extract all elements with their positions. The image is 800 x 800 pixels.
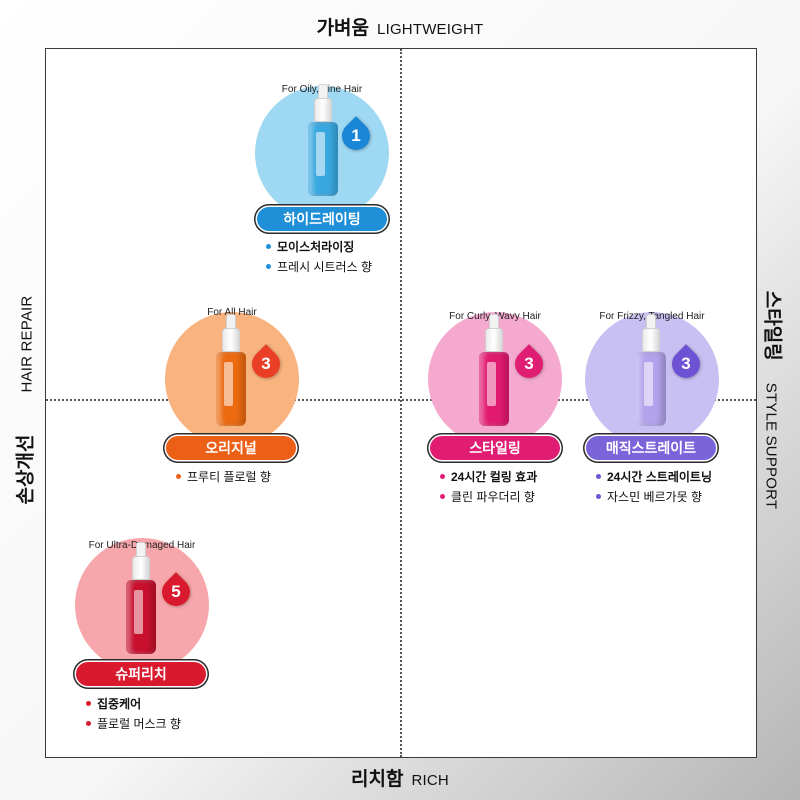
product-styling-level-drop: 3 <box>509 344 549 384</box>
feature-text: 플로럴 머스크 향 <box>97 717 181 731</box>
product-magic-name-pill: 매직스트레이트 <box>586 436 716 460</box>
axis-left-en: HAIR REPAIR <box>18 295 36 393</box>
bullet-dot <box>176 474 181 480</box>
product-original-features: 프루티 플로럴 향 <box>176 467 271 487</box>
product-hydrating-level: 1 <box>351 126 361 145</box>
axis-bottom-en: RICH <box>411 772 449 789</box>
feature-row: 프레시 시트러스 향 <box>266 257 372 277</box>
product-superrich-level: 5 <box>171 582 181 601</box>
horizontal-axis-line <box>46 399 756 401</box>
product-magic-level-drop: 3 <box>666 344 706 384</box>
product-superrich-name-pill: 슈퍼리치 <box>76 662 206 686</box>
product-hydrating-name-pill: 하이드레이팅 <box>257 207 387 231</box>
axis-label-bottom: 리치함 RICH <box>0 764 800 791</box>
feature-text: 모이스처라이징 <box>277 240 355 254</box>
bullet-dot <box>266 244 271 250</box>
feature-text: 프루티 플로럴 향 <box>187 470 271 484</box>
product-original-level-drop: 3 <box>246 344 286 384</box>
product-hydrating-bottle <box>308 122 338 196</box>
feature-row: 24시간 스트레이트닝 <box>596 467 712 487</box>
bullet-dot <box>86 701 91 707</box>
product-superrich-features: 집중케어 플로럴 머스크 향 <box>86 694 181 734</box>
product-styling-features: 24시간 컬링 효과 클린 파우더리 향 <box>440 467 537 507</box>
feature-row: 모이스처라이징 <box>266 237 372 257</box>
axis-left-ko: 손상개선 <box>15 434 37 505</box>
product-styling-bottle <box>479 352 509 426</box>
feature-row: 집중케어 <box>86 694 181 714</box>
feature-row: 플로럴 머스크 향 <box>86 714 181 734</box>
vertical-axis-line <box>400 49 402 757</box>
feature-text: 24시간 스트레이트닝 <box>607 470 713 484</box>
feature-text: 프레시 시트러스 향 <box>277 260 372 274</box>
feature-text: 클린 파우더리 향 <box>451 490 535 504</box>
product-styling-level: 3 <box>524 354 534 373</box>
product-original-tagline: For All Hair <box>207 307 257 318</box>
product-original-bottle <box>216 352 246 426</box>
bullet-dot <box>440 494 445 500</box>
axis-top-en: LIGHTWEIGHT <box>377 21 484 38</box>
feature-text: 자스민 베르가못 향 <box>607 490 702 504</box>
feature-text: 집중케어 <box>97 697 142 711</box>
product-superrich-level-drop: 5 <box>156 572 196 612</box>
feature-row: 프루티 플로럴 향 <box>176 467 271 487</box>
bullet-dot <box>596 474 601 480</box>
axis-label-left: 손상개선 HAIR REPAIR <box>11 296 38 505</box>
feature-text: 24시간 컬링 효과 <box>451 470 538 484</box>
product-superrich-bottle <box>126 580 156 654</box>
product-original-name-pill: 오리지널 <box>166 436 296 460</box>
axis-bottom-ko: 리치함 <box>351 769 404 790</box>
product-magic-level: 3 <box>681 354 691 373</box>
bullet-dot <box>86 721 91 727</box>
product-styling-name-pill: 스타일링 <box>430 436 560 460</box>
axis-right-en: STYLE SUPPORT <box>762 382 780 510</box>
axis-label-top: 가벼움 LIGHTWEIGHT <box>0 13 800 40</box>
feature-row: 24시간 컬링 효과 <box>440 467 537 487</box>
axis-right-ko: 스타일링 <box>761 290 783 361</box>
product-magic-bottle <box>636 352 666 426</box>
product-hydrating-features: 모이스처라이징 프레시 시트러스 향 <box>266 237 372 277</box>
axis-label-right: 스타일링 STYLE SUPPORT <box>761 291 788 509</box>
bullet-dot <box>440 474 445 480</box>
axis-top-ko: 가벼움 <box>316 18 370 39</box>
bullet-dot <box>266 264 271 270</box>
feature-row: 자스민 베르가못 향 <box>596 487 712 507</box>
product-hydrating-level-drop: 1 <box>336 116 376 156</box>
bullet-dot <box>596 494 601 500</box>
feature-row: 클린 파우더리 향 <box>440 487 537 507</box>
product-magic-features: 24시간 스트레이트닝 자스민 베르가못 향 <box>596 467 712 507</box>
product-original-level: 3 <box>261 354 271 373</box>
